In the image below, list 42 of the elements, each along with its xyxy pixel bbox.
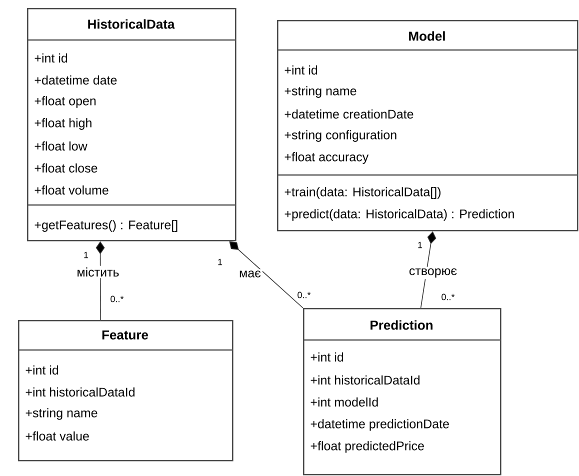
attribute: +int id	[284, 65, 318, 75]
edge-label: має	[238, 269, 262, 279]
method: +train(data: HistoricalData[])	[284, 187, 441, 199]
attribute: +string name	[284, 86, 356, 98]
class-box	[18, 320, 234, 462]
class-name: Feature	[102, 330, 148, 340]
multiplicity: 0..*	[110, 296, 124, 302]
class-box	[277, 20, 578, 232]
class-box	[27, 8, 236, 242]
method: +getFeatures() : Feature[]	[34, 220, 178, 232]
multiplicity: 1	[218, 258, 222, 266]
attribute: +string configuration	[284, 130, 396, 142]
composition-line	[229, 241, 304, 308]
class-name: Prediction	[370, 320, 432, 330]
multiplicity: 0..*	[298, 292, 311, 298]
multiplicity: 1	[84, 252, 88, 258]
attribute: +datetime date	[34, 75, 117, 85]
attribute: +int modelId	[310, 397, 378, 407]
attribute: +string name	[26, 408, 98, 420]
attribute: +datetime predictionDate	[310, 419, 449, 431]
attribute: +int historicalDataId	[310, 375, 420, 385]
edge-label: містить	[75, 266, 121, 278]
attribute: +float volume	[34, 185, 108, 195]
attribute: +float value	[26, 431, 89, 441]
attribute: +int id	[310, 352, 344, 362]
attribute: +float accuracy	[284, 152, 369, 164]
class-box	[303, 308, 502, 476]
multiplicity: 1	[418, 242, 422, 248]
attribute: +int historicalDataId	[26, 387, 134, 397]
attribute: +int id	[34, 53, 68, 63]
attribute: +int id	[26, 365, 58, 375]
class-name: Model	[409, 31, 445, 41]
attribute: +float high	[34, 118, 92, 130]
edge-label: створює	[407, 266, 459, 280]
attribute: +float open	[34, 96, 96, 108]
method: +predict(data: HistoricalData) : Prediction	[284, 209, 514, 221]
attribute: +float close	[34, 163, 98, 173]
attribute: +datetime creationDate	[284, 109, 414, 119]
attribute: +float low	[34, 141, 88, 151]
class-name: HistoricalData	[88, 19, 175, 29]
attribute: +float predictedPrice	[310, 441, 424, 453]
multiplicity: 0..*	[442, 294, 455, 300]
